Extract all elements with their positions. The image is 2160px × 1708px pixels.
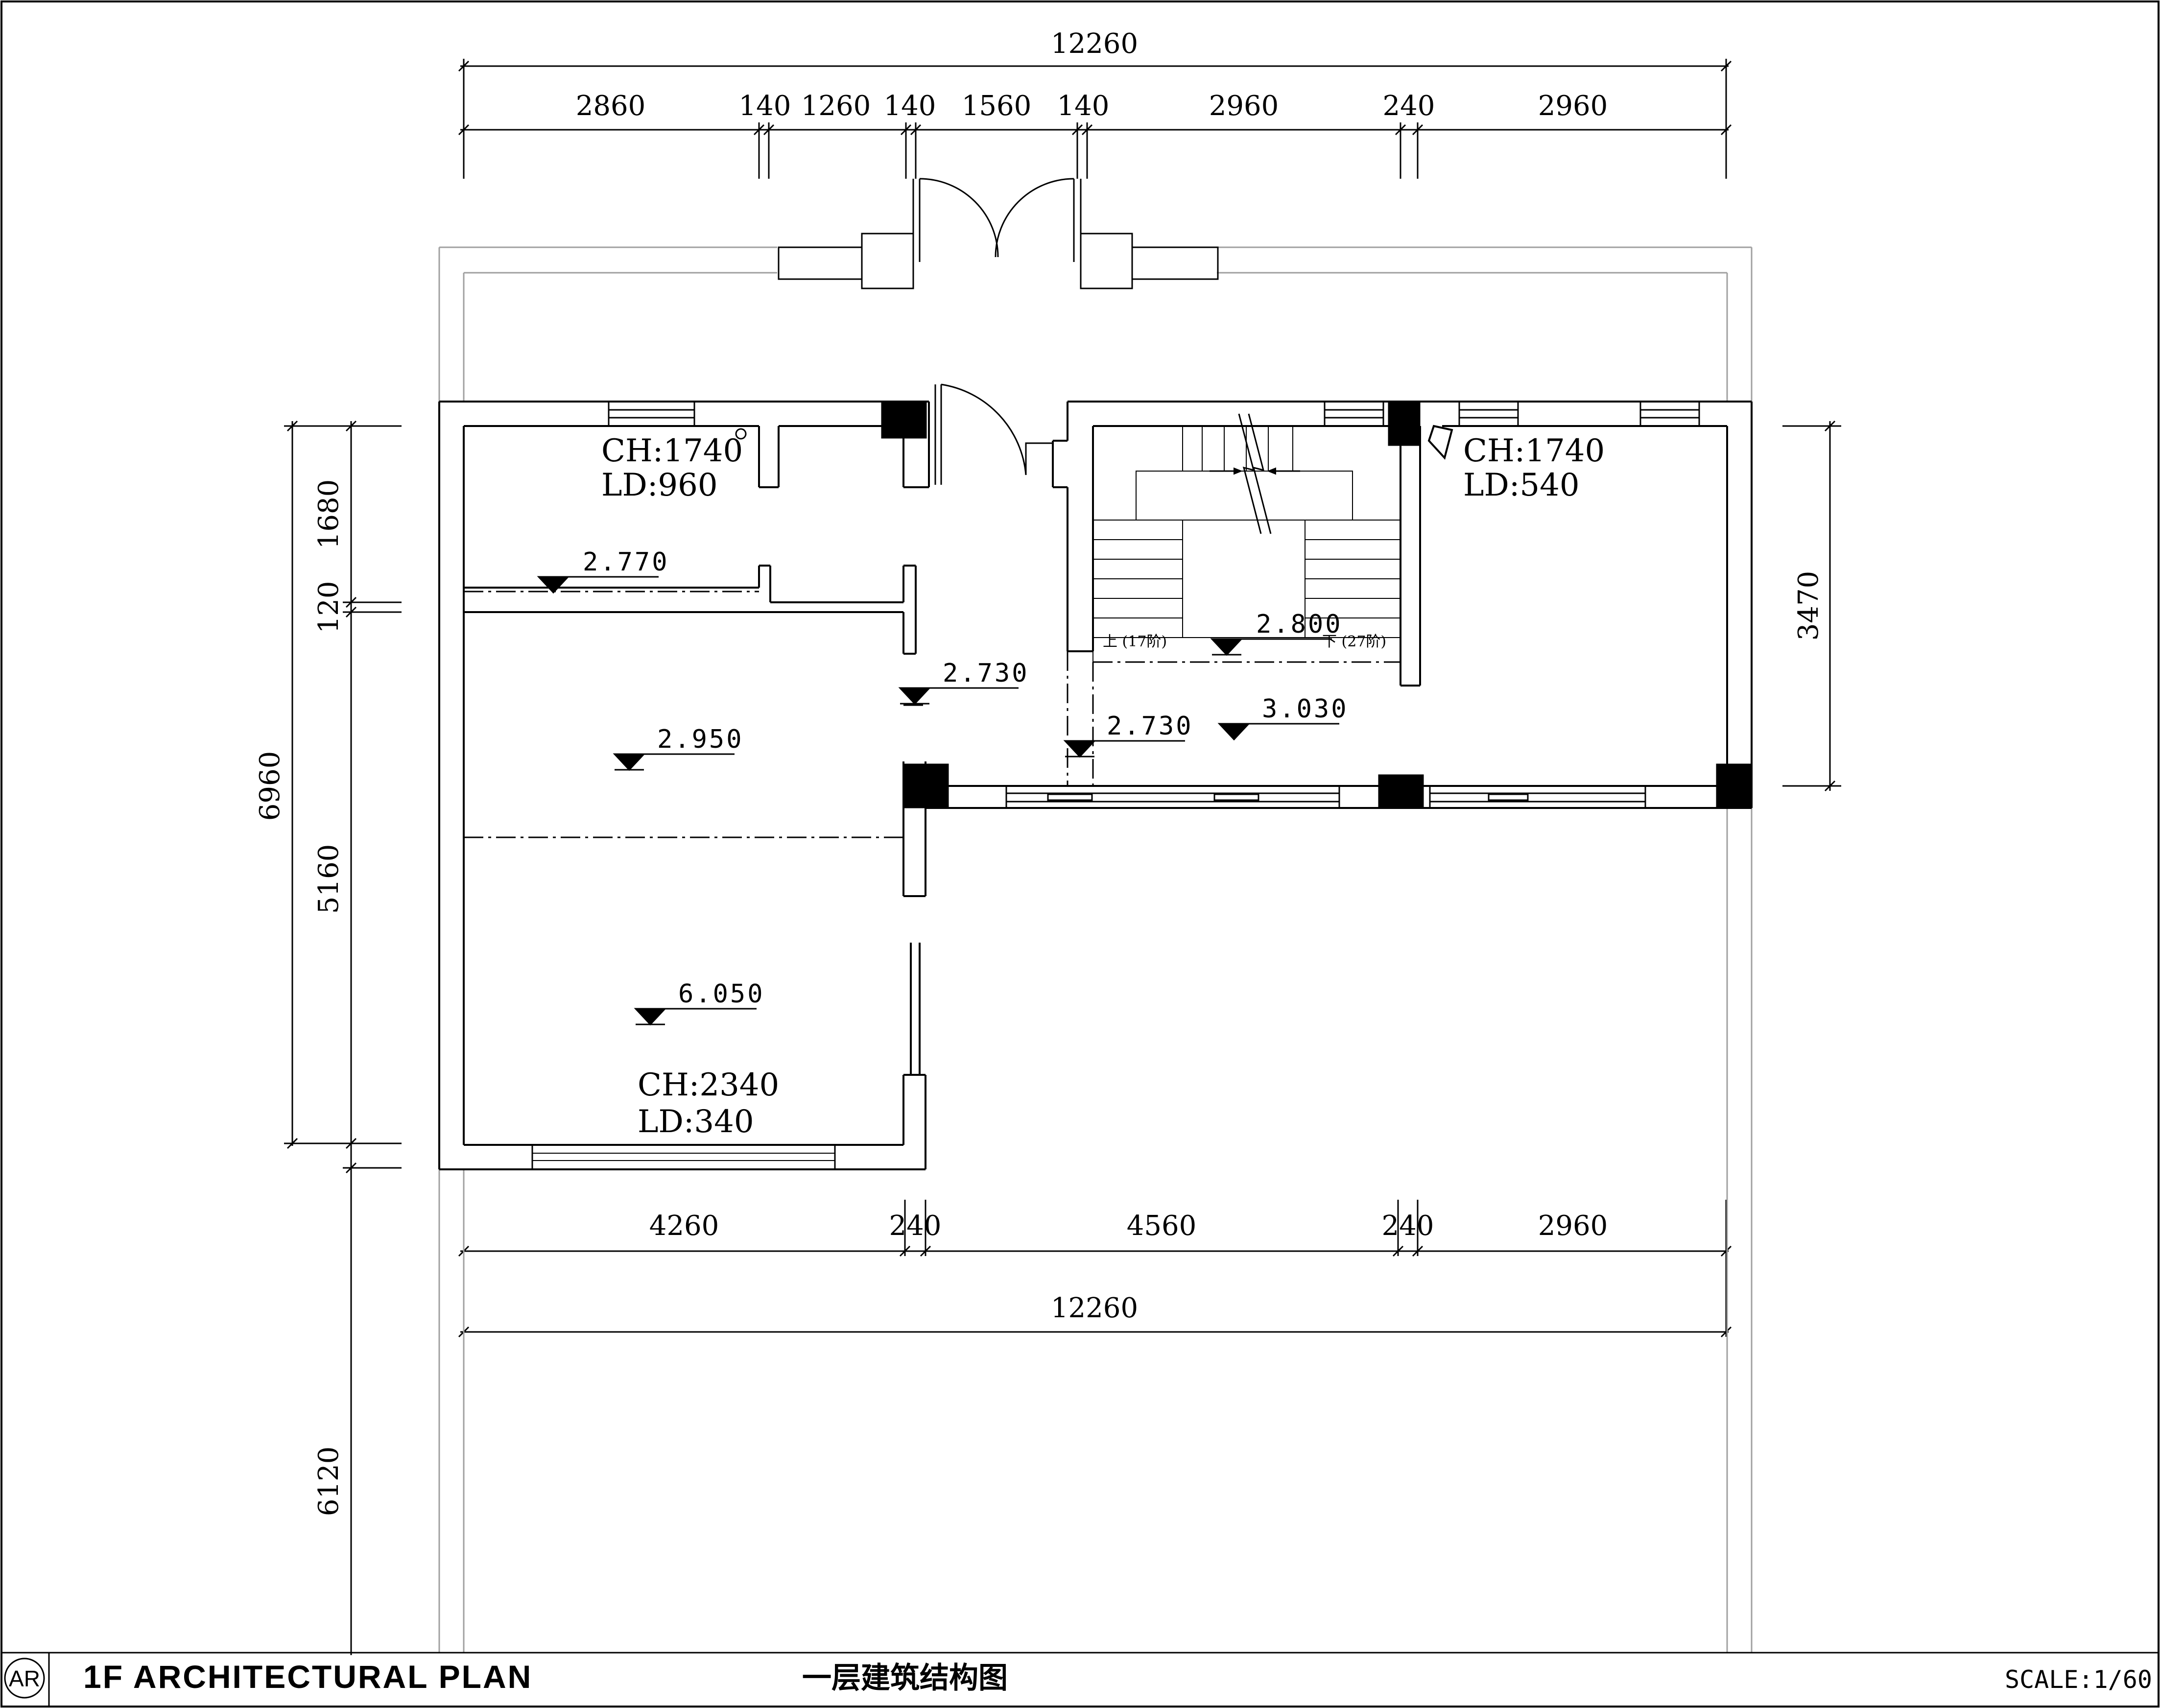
dim-bottom-seg: 4560: [1127, 1210, 1197, 1242]
scale-label: SCALE:1/60: [2005, 1665, 2152, 1694]
light-fixture-icon: [735, 428, 747, 440]
level-label: 2.950: [657, 725, 744, 754]
windows-front: [1005, 786, 1646, 808]
ar-badge: [4, 1658, 45, 1699]
dim-top-seg: 2860: [576, 90, 646, 122]
dim-bottom-seg: 240: [889, 1210, 942, 1242]
staircase: [1092, 413, 1401, 662]
right-dimension: [1782, 420, 1841, 792]
dim-left-total: 6960: [254, 751, 286, 821]
drawing-title-cn: 一层建筑结构图: [802, 1661, 1008, 1695]
room-ld-label: LD:540: [1463, 467, 1580, 503]
flue-icon: [1427, 425, 1453, 460]
dim-bottom-seg: 4260: [649, 1210, 719, 1242]
dim-bottom-seg: 240: [1382, 1210, 1434, 1242]
main-door: [934, 383, 1053, 485]
dim-left-seg: 120: [313, 581, 345, 634]
level-label: 2.800: [1256, 610, 1343, 639]
site-outline: [438, 246, 1753, 1653]
building-walls: [438, 401, 1753, 1170]
badge-label: AR: [9, 1666, 40, 1691]
structural-columns: [881, 401, 1752, 808]
dash-lines: [464, 591, 1400, 838]
stair-up-label: 上 (17阶): [1103, 633, 1167, 650]
dim-top-seg: 2960: [1538, 90, 1608, 122]
dim-bottom-seg: 2960: [1538, 1210, 1608, 1242]
dim-left-seg: 6120: [313, 1447, 345, 1517]
dim-top-seg: 1560: [962, 90, 1032, 122]
room-ch-label: CH:1740: [601, 433, 743, 469]
dim-bottom-total: 12260: [1051, 1292, 1138, 1324]
room-ld-label: LD:960: [601, 467, 718, 503]
stair-down-label: 下 (27阶): [1322, 633, 1386, 650]
room-ch-label: CH:2340: [638, 1067, 779, 1103]
level-label: 3.030: [1262, 694, 1349, 724]
title-block: [1, 1652, 2159, 1707]
dim-right: 3470: [1793, 571, 1825, 641]
room-ch-label: CH:1740: [1463, 433, 1605, 469]
level-markers: [537, 576, 1339, 1026]
left-dimensions: [284, 420, 402, 1655]
level-label: 6.050: [678, 979, 765, 1009]
dim-left-seg: 5160: [313, 844, 345, 914]
top-dimensions: [458, 59, 1732, 179]
dim-top-seg: 140: [739, 90, 791, 122]
dim-top-total: 12260: [1051, 28, 1138, 60]
dim-top-seg: 140: [884, 90, 936, 122]
level-label: 2.730: [943, 659, 1029, 688]
dim-top-seg: 240: [1383, 90, 1435, 122]
dim-top-seg: 140: [1057, 90, 1110, 122]
entrance-gate: [778, 178, 1219, 289]
dim-top-seg: 1260: [801, 90, 871, 122]
drawing-title-en: 1F ARCHITECTURAL PLAN: [83, 1659, 532, 1695]
room-ld-label: LD:340: [638, 1104, 754, 1140]
dim-top-seg: 2960: [1209, 90, 1279, 122]
level-label: 2.770: [583, 547, 669, 577]
windows-top: [608, 401, 1700, 427]
level-label: 2.730: [1107, 712, 1193, 741]
dim-left-seg: 1680: [313, 479, 345, 549]
